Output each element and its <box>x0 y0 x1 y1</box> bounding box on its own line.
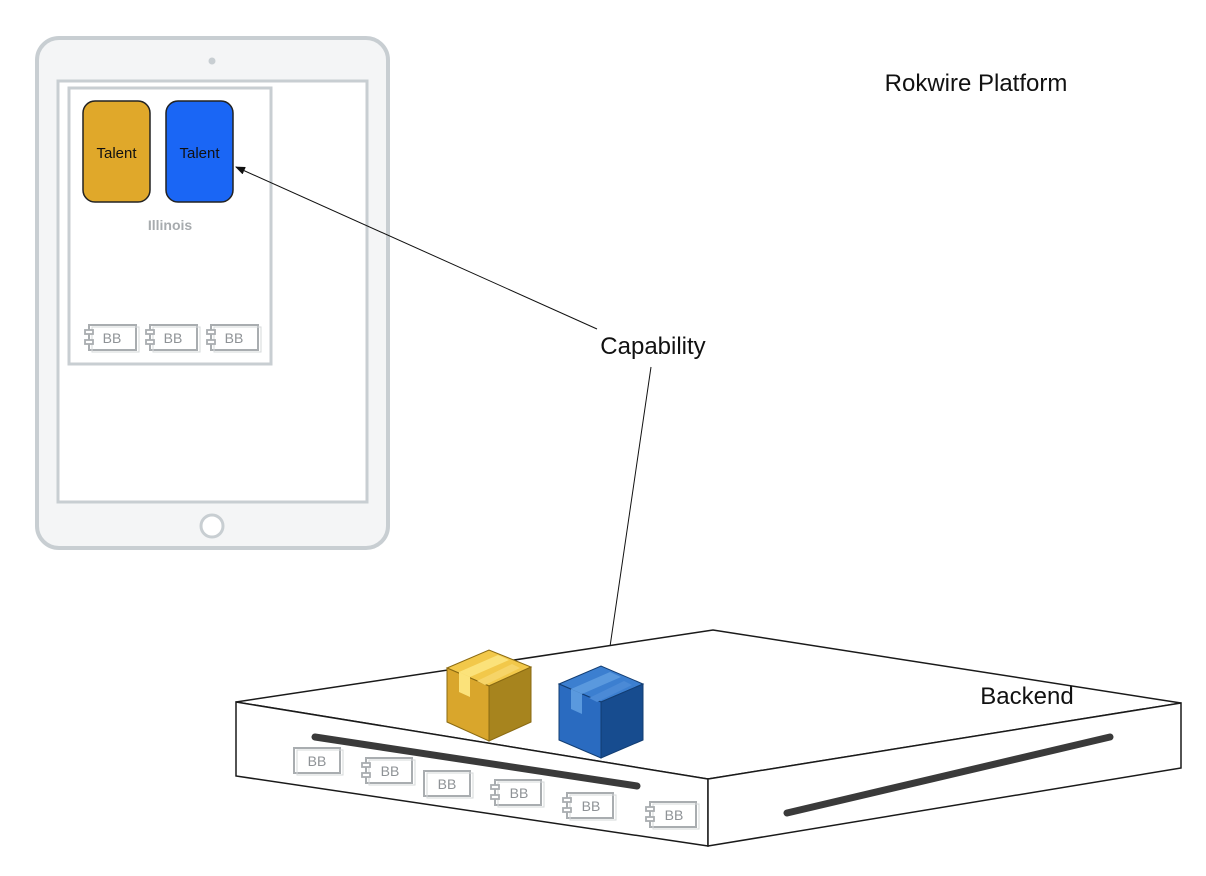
page-title: Rokwire Platform <box>885 70 1068 97</box>
backend-bb-5[interactable]: BB <box>562 792 617 821</box>
bb-label: BB <box>510 785 529 801</box>
bb-label: BB <box>103 330 122 346</box>
component-icon <box>562 797 572 813</box>
talent-yellow[interactable]: Talent <box>82 100 151 203</box>
blue-capability-box[interactable] <box>557 665 645 759</box>
backend-bb-1[interactable]: BB <box>293 747 344 776</box>
device-bb-1[interactable]: BB <box>84 324 140 353</box>
backend-bb-3[interactable]: BB <box>423 770 474 799</box>
backend-label: Backend <box>980 683 1073 710</box>
app-name-label: Illinois <box>148 217 193 233</box>
bb-label: BB <box>308 753 327 769</box>
capability-arrow-to-talent <box>235 166 598 330</box>
talent-blue[interactable]: Talent <box>165 100 234 203</box>
component-icon <box>145 329 155 345</box>
camera-icon <box>208 57 216 65</box>
bb-label: BB <box>381 763 400 779</box>
bb-label: BB <box>438 776 457 792</box>
yellow-capability-box[interactable] <box>445 649 533 742</box>
backend-server <box>235 629 1182 847</box>
talent-label: Talent <box>96 145 137 162</box>
side-slot <box>783 733 1114 817</box>
component-icon <box>490 784 500 800</box>
capability-label: Capability <box>600 333 705 360</box>
device-bb-2[interactable]: BB <box>145 324 201 353</box>
component-icon <box>645 806 655 822</box>
talent-label: Talent <box>179 145 220 162</box>
backend-bb-4[interactable]: BB <box>490 779 545 808</box>
component-icon <box>206 329 216 345</box>
bb-label: BB <box>582 798 601 814</box>
bb-label: BB <box>164 330 183 346</box>
app-container <box>67 86 273 366</box>
component-icon <box>361 762 371 778</box>
bb-label: BB <box>225 330 244 346</box>
front-slot <box>311 733 641 790</box>
backend-bb-2[interactable]: BB <box>361 757 416 786</box>
component-icon <box>84 329 94 345</box>
home-button-icon[interactable] <box>199 513 225 539</box>
bb-label: BB <box>665 807 684 823</box>
device-bb-3[interactable]: BB <box>206 324 262 353</box>
backend-bb-6[interactable]: BB <box>645 801 700 830</box>
capability-arrow-to-backend <box>604 366 652 668</box>
